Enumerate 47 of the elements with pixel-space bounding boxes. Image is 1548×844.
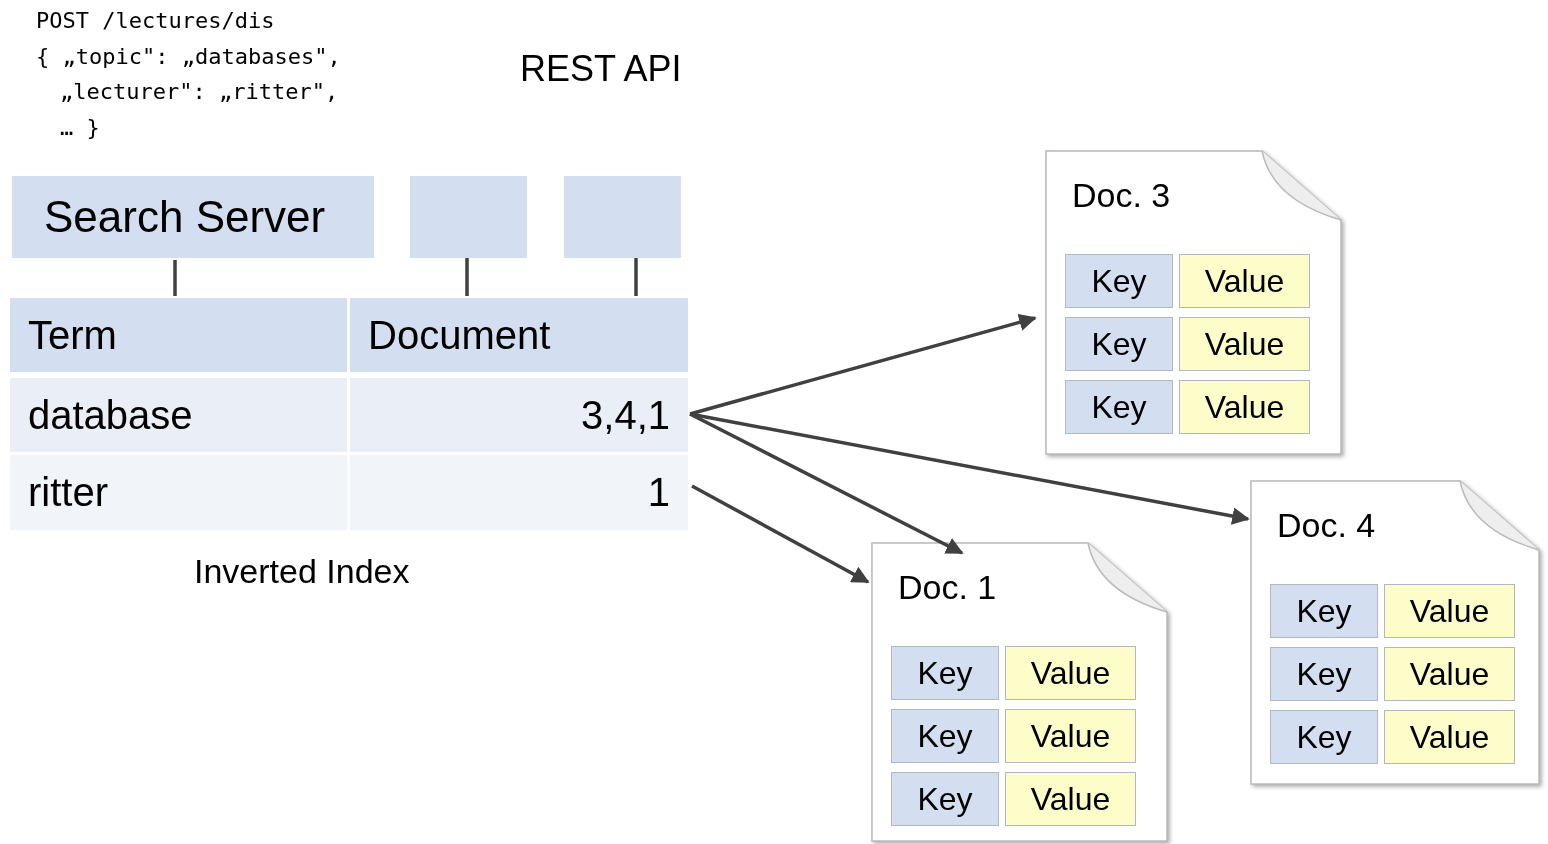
connector-line bbox=[634, 258, 638, 296]
key-cell: Key bbox=[891, 709, 999, 763]
document-page bbox=[1045, 150, 1342, 455]
document-page bbox=[871, 542, 1168, 842]
document-page bbox=[1250, 480, 1540, 785]
index-table bbox=[10, 298, 688, 530]
document-title: Doc. 3 bbox=[1072, 176, 1171, 215]
value-cell: Value bbox=[1005, 772, 1136, 826]
key-cell: Key bbox=[1270, 647, 1378, 701]
table-caption: Inverted Index bbox=[194, 552, 410, 591]
document-title: Doc. 4 bbox=[1277, 506, 1376, 545]
connector-line bbox=[173, 260, 177, 296]
code-line: „lecturer": „ritter", bbox=[60, 79, 339, 104]
value-cell: Value bbox=[1384, 710, 1515, 764]
key-cell: Key bbox=[1270, 584, 1378, 638]
value-cell: Value bbox=[1179, 254, 1310, 308]
value-cell: Value bbox=[1384, 584, 1515, 638]
table-cell: database bbox=[10, 378, 347, 452]
arrow bbox=[689, 412, 1250, 525]
code-line: POST /lectures/dis bbox=[36, 8, 275, 33]
key-cell: Key bbox=[1270, 710, 1378, 764]
table-cell: 3,4,1 bbox=[350, 378, 688, 452]
table-cell: 1 bbox=[350, 455, 688, 530]
code-line: { „topic": „databases", bbox=[36, 44, 341, 69]
value-cell: Value bbox=[1179, 317, 1310, 371]
key-cell: Key bbox=[1065, 254, 1173, 308]
empty-box bbox=[410, 176, 527, 258]
value-cell: Value bbox=[1005, 709, 1136, 763]
value-cell: Value bbox=[1005, 646, 1136, 700]
key-cell: Key bbox=[1065, 380, 1173, 434]
table-header-cell: Term bbox=[10, 298, 347, 372]
table-cell: ritter bbox=[10, 455, 347, 530]
arrow bbox=[689, 313, 1037, 416]
table-header-cell: Document bbox=[350, 298, 688, 372]
key-cell: Key bbox=[891, 646, 999, 700]
arrow bbox=[689, 412, 964, 555]
connector-line bbox=[465, 258, 469, 296]
arrow bbox=[691, 484, 870, 584]
code-line: … } bbox=[60, 115, 100, 140]
server-box: Search Server bbox=[12, 176, 374, 258]
value-cell: Value bbox=[1179, 380, 1310, 434]
api-label: REST API bbox=[520, 48, 682, 90]
key-cell: Key bbox=[891, 772, 999, 826]
empty-box bbox=[564, 176, 681, 258]
key-cell: Key bbox=[1065, 317, 1173, 371]
value-cell: Value bbox=[1384, 647, 1515, 701]
document-title: Doc. 1 bbox=[898, 568, 997, 607]
